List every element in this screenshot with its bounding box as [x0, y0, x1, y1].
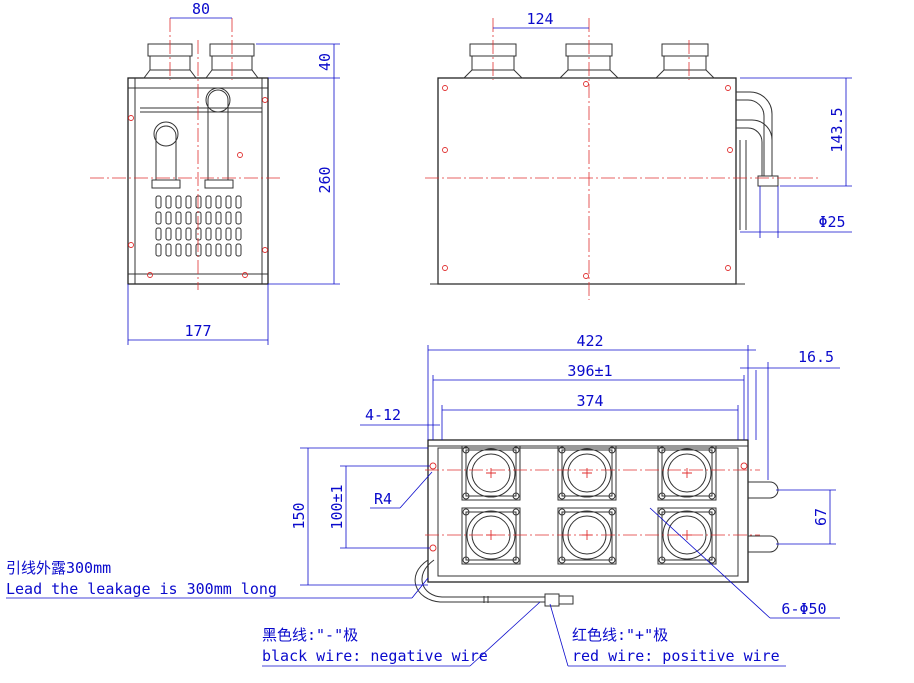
- dim-396: 396±1: [567, 362, 612, 380]
- outlet-1: [461, 445, 521, 501]
- inner-pipe-right: [207, 89, 229, 180]
- dim-124: 124: [526, 10, 553, 28]
- note-black-en: black wire: negative wire: [262, 647, 488, 665]
- dim-67: 67: [812, 508, 830, 526]
- side-view: 80 40 260 177: [90, 0, 340, 345]
- front-view-body: [437, 77, 737, 285]
- outlet-2: [557, 445, 617, 501]
- outlet-3: [657, 445, 717, 501]
- note-red-en: red wire: positive wire: [572, 647, 780, 665]
- note-lead-cn: 引线外露300mm: [6, 559, 111, 577]
- dim-150: 150: [290, 502, 308, 529]
- dim-6-phi50: 6-Φ50: [781, 600, 826, 618]
- plan-side-pipes: [737, 476, 779, 556]
- plan-view: 422 396±1 374 16.5 4-12 R4 150 100±1 67: [290, 332, 840, 619]
- front-view: 124 143.5 Φ25: [425, 10, 852, 300]
- dim-177: 177: [184, 322, 211, 340]
- inner-pipe-left: [155, 125, 177, 180]
- dim-40: 40: [316, 53, 334, 71]
- dim-16-5: 16.5: [798, 348, 834, 366]
- dim-80: 80: [192, 0, 210, 18]
- dim-4-12: 4-12: [365, 406, 401, 424]
- vent-slots: [155, 195, 242, 257]
- front-fitting-3: [654, 43, 716, 79]
- dim-phi25: Φ25: [818, 213, 845, 231]
- dim-422: 422: [576, 332, 603, 350]
- dim-r4: R4: [374, 490, 392, 508]
- dim-100: 100±1: [328, 484, 346, 529]
- plan-view-body: [427, 439, 749, 583]
- notes: 引线外露300mm Lead the leakage is 300mm long…: [6, 559, 786, 667]
- side-pipes: [736, 91, 779, 230]
- dim-143-5: 143.5: [828, 107, 846, 152]
- note-lead-en: Lead the leakage is 300mm long: [6, 580, 277, 598]
- dim-374: 374: [576, 392, 603, 410]
- lead-wire: [414, 559, 574, 607]
- note-black-cn: 黑色线:"-"极: [262, 626, 358, 644]
- dim-260: 260: [316, 166, 334, 193]
- note-red-cn: 红色线:"+"极: [572, 626, 668, 644]
